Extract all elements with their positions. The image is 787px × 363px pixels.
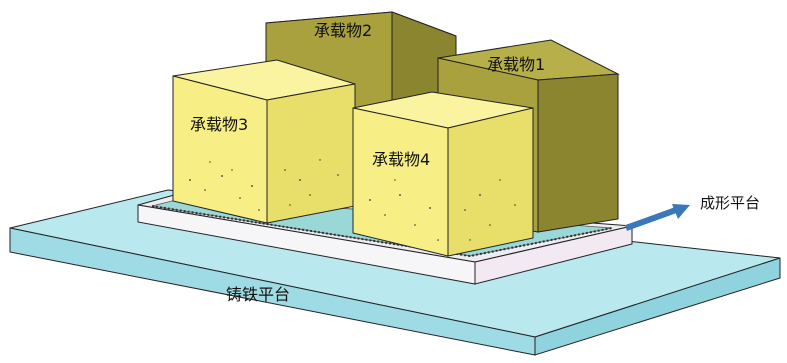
carrier-4-label: 承载物4 [372, 150, 430, 169]
carrier-3-side [266, 83, 356, 224]
carrier-1-label: 承载物1 [487, 55, 545, 74]
carrier-4-side [447, 107, 534, 257]
carrier-4-block [352, 91, 534, 257]
forming-platform-side [474, 225, 633, 285]
forming-platform-rail [151, 205, 613, 258]
carrier-3-label: 承载物3 [190, 115, 248, 134]
carrier-3-texture [189, 159, 339, 211]
carrier-3-front [172, 75, 268, 224]
forming-platform-label: 成形平台 [700, 194, 760, 212]
cast-iron-platform-label: 铸铁平台 [226, 285, 290, 304]
carrier-3-block [172, 59, 356, 224]
cast-iron-right-face [534, 257, 781, 356]
carrier-1-side [537, 73, 619, 233]
carrier-4-front [352, 107, 449, 257]
forming-platform-arrow [624, 204, 690, 231]
carrier-4-texture [369, 179, 516, 241]
carrier-2-label: 承载物2 [314, 21, 372, 40]
